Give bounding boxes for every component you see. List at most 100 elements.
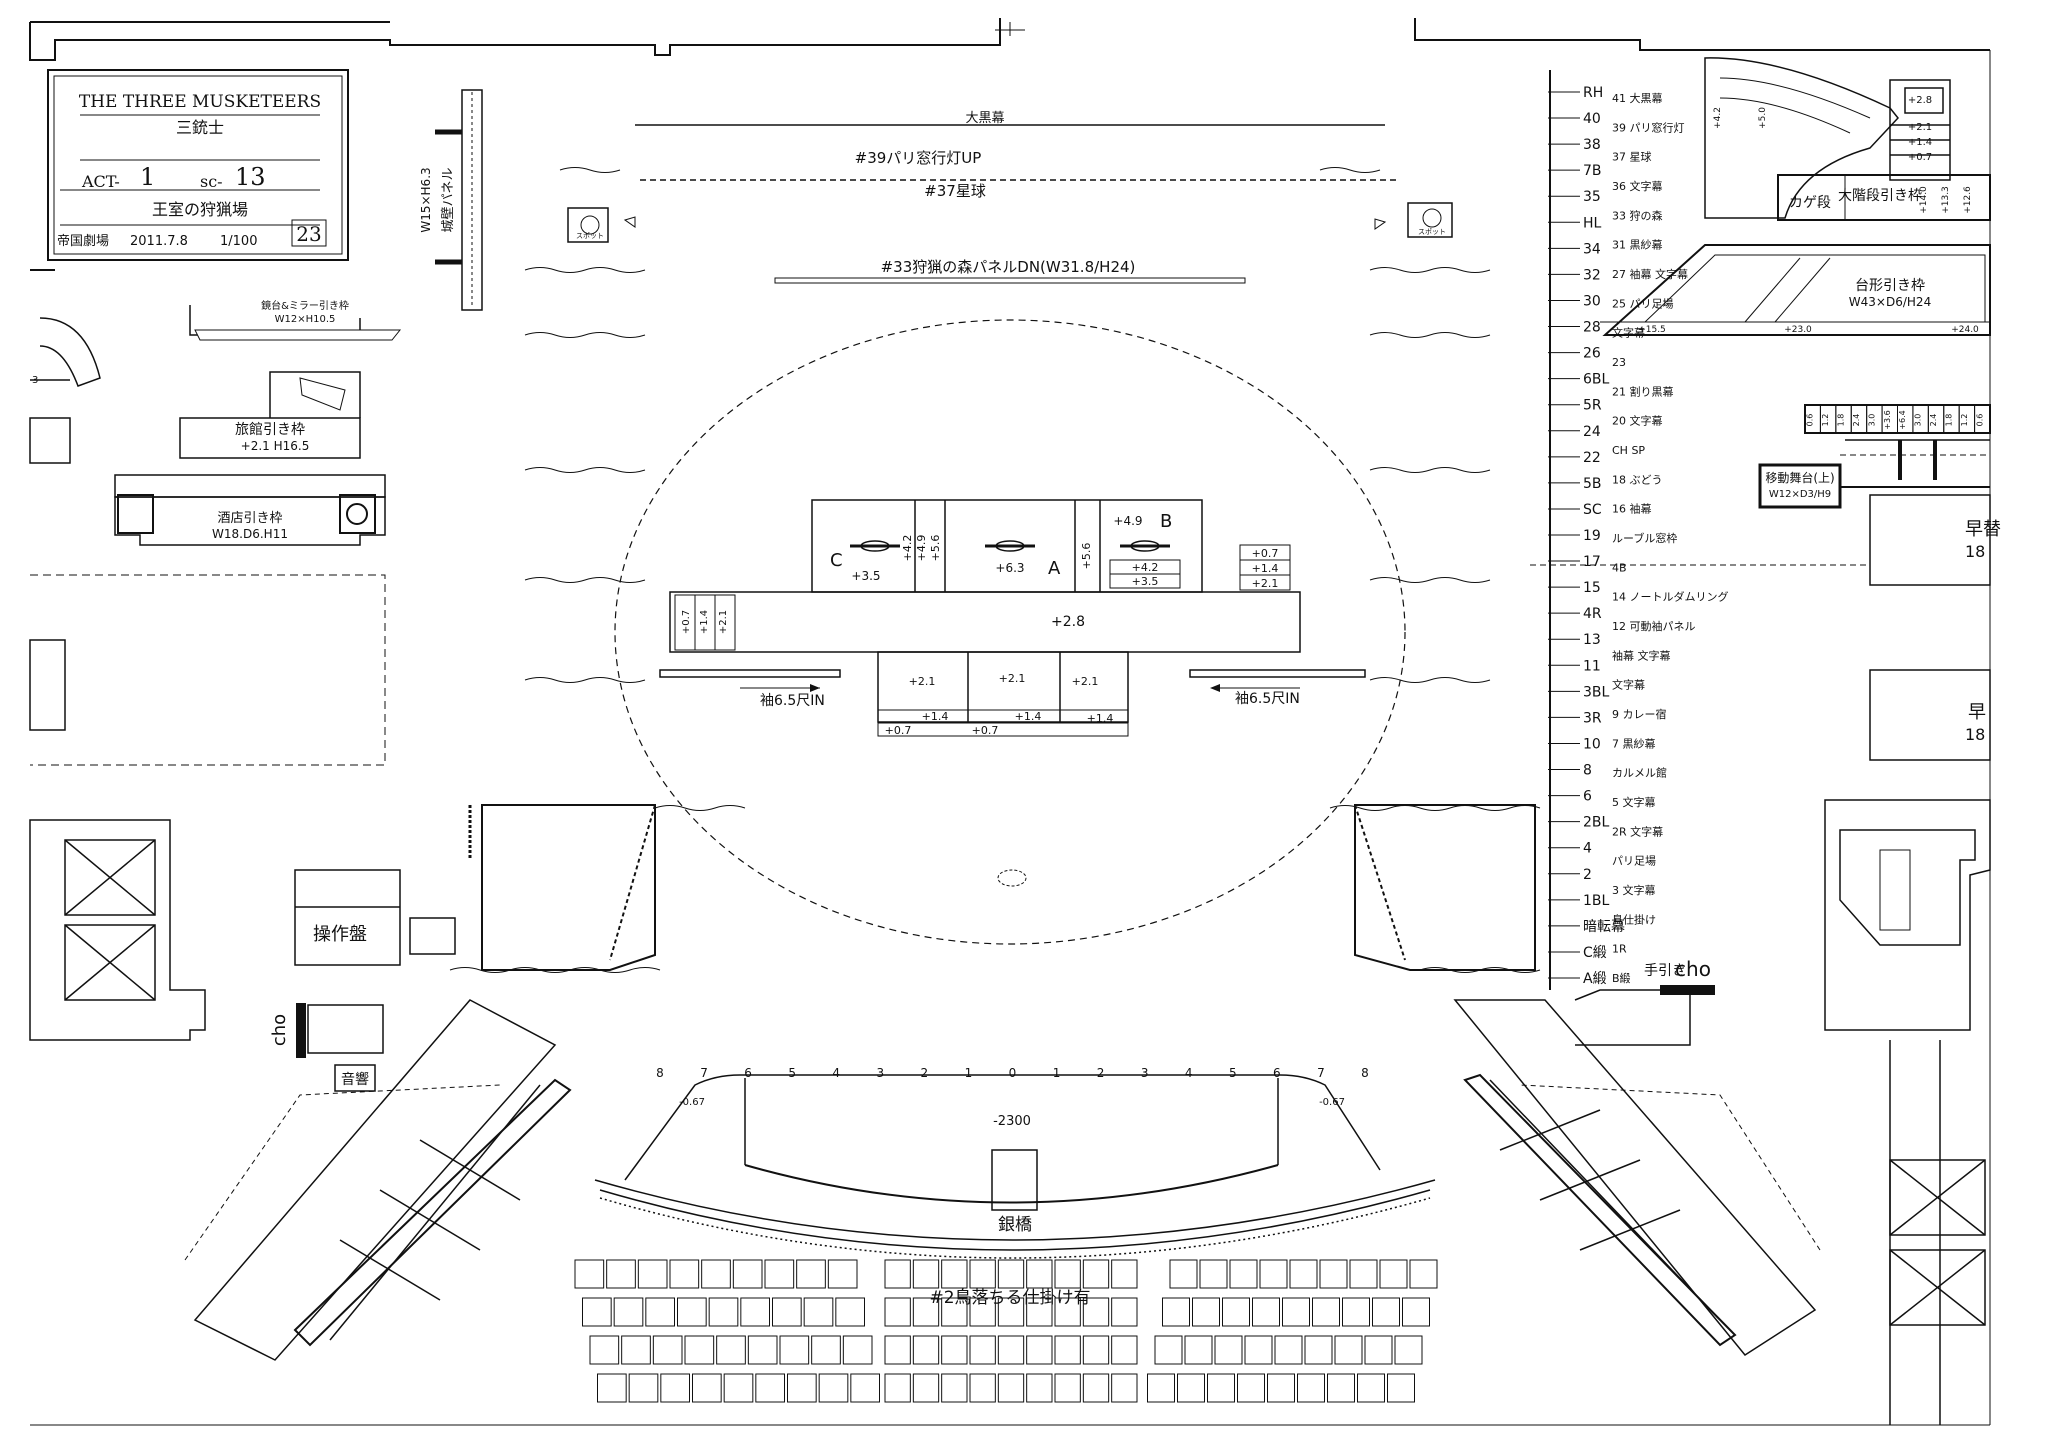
- set-label-a: A: [1048, 558, 1061, 579]
- moving-step-value: 1.2: [1960, 414, 1969, 427]
- seat-block: [1082, 1259, 1110, 1289]
- stage-center-number: 6: [1273, 1066, 1281, 1080]
- seat-block: [1214, 1335, 1243, 1365]
- proscenium-left: [449, 804, 661, 973]
- line-set-piece: 7 黒紗幕: [1612, 736, 1656, 750]
- act-value: 1: [140, 163, 155, 191]
- scene-name: 王室の狩猟場: [152, 200, 248, 219]
- right-step-21: +2.1: [1252, 577, 1279, 590]
- line-set-piece: 31 黒紗幕: [1612, 238, 1663, 252]
- seat-block: [1199, 1259, 1228, 1289]
- seat-block: [1267, 1373, 1295, 1403]
- moving-step-value: 0.6: [1806, 414, 1815, 427]
- line-set-piece: 39 パリ窓行灯: [1612, 120, 1685, 134]
- moving-step-value: 3.0: [1867, 414, 1876, 427]
- label-grand-stair: 大階段引き枠: [1838, 188, 1922, 204]
- stage-center-number: 3: [1141, 1066, 1149, 1080]
- seat-block: [850, 1373, 880, 1403]
- line-set-number: 26: [1583, 346, 1601, 362]
- seat-block: [701, 1259, 731, 1289]
- line-set-piece: 21 割り黒幕: [1612, 384, 1674, 398]
- front-21c: +2.1: [1072, 675, 1099, 688]
- right-step-07: +0.7: [1252, 547, 1279, 560]
- set-a-level: +6.3: [995, 561, 1024, 575]
- small-stair-values: +2.8+2.1+1.4+0.7: [1908, 95, 1932, 163]
- left-step-21: +2.1: [718, 610, 729, 634]
- step-56b: +5.6: [1080, 543, 1093, 570]
- seat-block: [818, 1373, 849, 1403]
- line-set-number: 4R: [1583, 606, 1602, 622]
- label-moving-stage-size: W12×D3/H9: [1769, 489, 1831, 500]
- line-set-piece: 37 星球: [1612, 150, 1652, 164]
- set-label-c: C: [830, 550, 843, 571]
- stage-center-number: 4: [1185, 1066, 1193, 1080]
- seat-block: [1357, 1373, 1385, 1403]
- left-step-07: +0.7: [681, 610, 692, 634]
- line-set-number: 35: [1583, 189, 1601, 205]
- seat-block: [637, 1259, 668, 1289]
- seat-block: [1289, 1259, 1318, 1289]
- front-14c: +1.4: [1087, 712, 1114, 725]
- moving-step-value: 0.6: [1975, 414, 1984, 427]
- left-stair-tower: [29, 819, 206, 1041]
- seat-block: [1387, 1373, 1415, 1403]
- stage-center-number: 8: [656, 1066, 664, 1080]
- stage-center-number: 1: [965, 1066, 973, 1080]
- line-set-schedule: RH40387B35HL34323028266BL5R24225BSC19171…: [1548, 85, 1729, 987]
- seat-block: [787, 1373, 817, 1403]
- seat-block: [1394, 1335, 1423, 1365]
- console-panel: 操作盤: [294, 869, 456, 966]
- left-storage: [29, 574, 386, 766]
- line-set-number: 暗転幕: [1583, 919, 1625, 935]
- step-42: +4.2: [901, 535, 914, 562]
- seat-block: [811, 1335, 841, 1365]
- small-stair-value: +2.1: [1908, 122, 1932, 133]
- line-set-number: 13: [1583, 632, 1601, 648]
- sc-label: sc-: [200, 172, 223, 191]
- sc-value: 13: [235, 163, 266, 191]
- seat-block: [941, 1373, 968, 1403]
- title-en: THE THREE MUSKETEERS: [79, 92, 321, 112]
- seat-block: [835, 1297, 865, 1327]
- small-stair-value: +2.8: [1908, 95, 1932, 106]
- seat-block: [1259, 1259, 1288, 1289]
- seat-block: [755, 1373, 785, 1403]
- line-set-number: 5R: [1583, 398, 1602, 414]
- label-castle-panel-size: W15×H6.3: [419, 167, 433, 232]
- seat-block: [779, 1335, 810, 1365]
- seat-block: [708, 1297, 739, 1327]
- grand-stair-value: +14.0: [1919, 186, 1929, 214]
- line-set-piece: 14 ノートルダムリング: [1612, 590, 1729, 604]
- seat-block: [1177, 1373, 1205, 1403]
- seat-block: [1379, 1259, 1408, 1289]
- revolve-center: [997, 869, 1027, 887]
- seat-block: [1364, 1335, 1393, 1365]
- line-set-number: RH: [1583, 85, 1603, 101]
- sode-panels: 袖6.5尺IN 袖6.5尺IN: [659, 669, 1366, 709]
- title-block: THE THREE MUSKETEERS 三銃士 ACT- 1 sc- 13 王…: [47, 69, 349, 261]
- seat-block: [1054, 1335, 1081, 1365]
- seat-block: [684, 1335, 715, 1365]
- seat-block: [1229, 1259, 1258, 1289]
- seat-block: [1026, 1297, 1053, 1327]
- trap-t230: +23.0: [1784, 325, 1812, 335]
- label-star-ball: #37星球: [924, 182, 986, 200]
- label-inn-height: +2.1 H16.5: [241, 439, 310, 453]
- label-cho-right: cho: [1675, 957, 1711, 981]
- side-balcony-left: [184, 999, 572, 1361]
- set-label-b: B: [1160, 511, 1172, 532]
- seat-block: [1054, 1373, 1081, 1403]
- label-bar-frame: 酒店引き枠: [217, 511, 282, 526]
- line-set-number: 30: [1583, 293, 1601, 309]
- line-set-number: 22: [1583, 450, 1601, 466]
- b-step-35: +3.5: [1132, 575, 1159, 588]
- seat-block: [884, 1335, 911, 1365]
- line-set-number: 5B: [1583, 476, 1602, 492]
- seat-block: [574, 1259, 605, 1289]
- seat-block: [589, 1335, 620, 1365]
- label-trapezoid-size: W43×D6/H24: [1849, 295, 1931, 309]
- line-set-number: HL: [1583, 215, 1602, 231]
- line-set-piece: カルメル館: [1612, 766, 1667, 780]
- label-kage-dan: カゲ段: [1789, 195, 1831, 211]
